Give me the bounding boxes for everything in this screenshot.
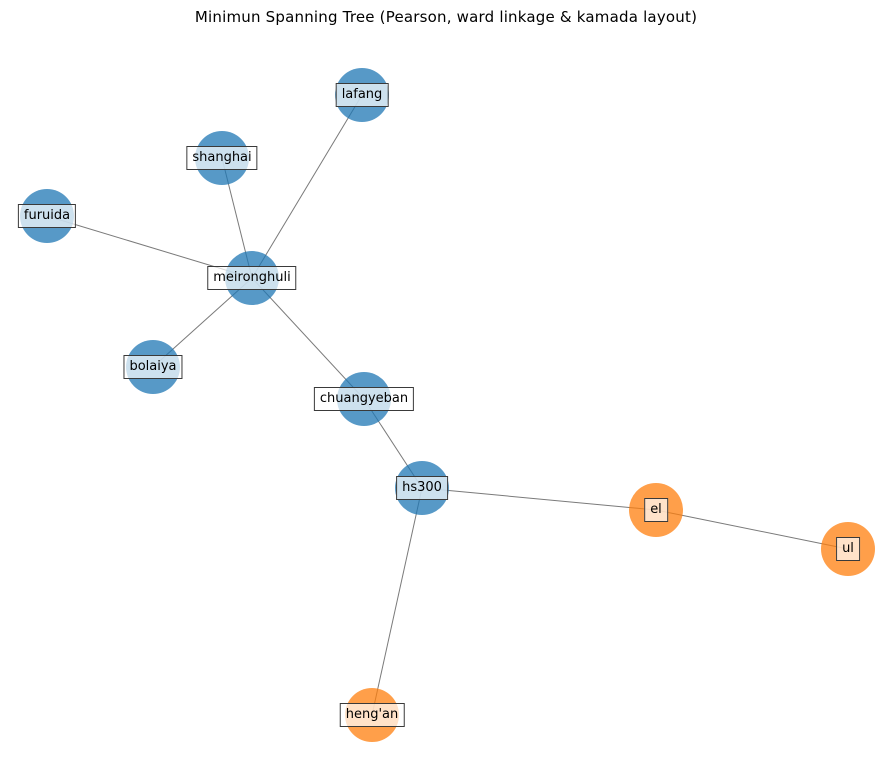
chart-title: Minimun Spanning Tree (Pearson, ward lin… <box>194 8 698 26</box>
graph-node-circle <box>395 461 449 515</box>
graph-edge <box>371 487 423 716</box>
graph-node-circle <box>126 340 180 394</box>
graph-node-circle <box>335 68 389 122</box>
graph-node-circle <box>821 522 875 576</box>
graph-node-circle <box>345 688 399 742</box>
graph-edge <box>46 215 253 279</box>
graph-node-circle <box>337 372 391 426</box>
graph-edge <box>251 277 365 400</box>
graph-edge <box>251 94 363 279</box>
graph-node-circle <box>225 251 279 305</box>
graph-node-circle <box>20 189 74 243</box>
graph-node-circle <box>195 131 249 185</box>
graph-node-circle <box>629 483 683 537</box>
graph-edge <box>421 487 657 511</box>
graph-edge <box>655 509 849 550</box>
